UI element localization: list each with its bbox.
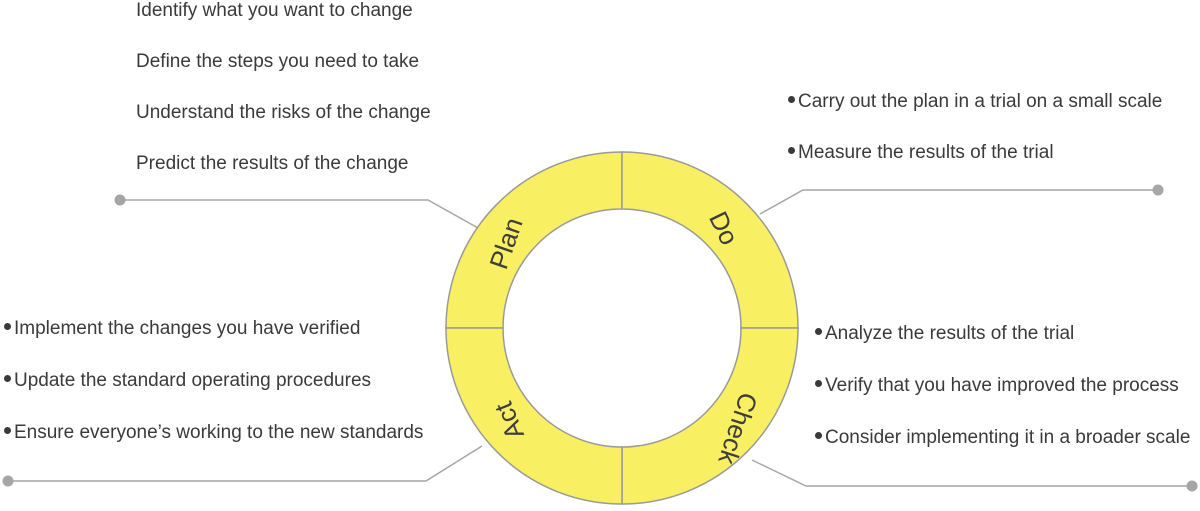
plan-step-text: Define the steps you need to take: [136, 51, 420, 72]
bullet-icon: [4, 323, 11, 331]
bullet-icon: [815, 328, 822, 336]
act-connector-dot: [2, 475, 14, 487]
check-step: Consider implementing it in a broader sc…: [815, 427, 1190, 479]
act-step: Ensure everyone’s working to the new sta…: [4, 422, 423, 474]
check-connector-dot: [1186, 480, 1198, 492]
plan-step: Predict the results of the change: [136, 153, 431, 204]
check-step: Verify that you have improved the proces…: [815, 375, 1190, 427]
do-step-text: Measure the results of the trial: [798, 142, 1054, 163]
check-step-text: Analyze the results of the trial: [825, 323, 1075, 344]
plan-step-text: Identify what you want to change: [136, 0, 413, 21]
check-connector: [751, 459, 1192, 487]
act-segment[interactable]: [445, 327, 623, 505]
plan-step: Define the steps you need to take: [136, 51, 431, 102]
act-step: Update the standard operating procedures: [4, 370, 423, 422]
do-connector: [759, 189, 1158, 215]
act-step: Implement the changes you have verified: [4, 318, 423, 370]
bullet-icon: [788, 96, 795, 104]
check-segment[interactable]: [621, 327, 799, 505]
plan-step-text: Predict the results of the change: [136, 153, 409, 174]
do-step: Carry out the plan in a trial on a small…: [788, 91, 1162, 142]
bullet-icon: [4, 427, 11, 435]
check-step-text: Consider implementing it in a broader sc…: [825, 427, 1191, 448]
act-step-text: Implement the changes you have verified: [14, 318, 361, 339]
do-step: Measure the results of the trial: [788, 142, 1162, 193]
check-step: Analyze the results of the trial: [815, 323, 1190, 375]
check-steps-list: Analyze the results of the trial Verify …: [815, 323, 1190, 479]
plan-segment[interactable]: [445, 151, 623, 329]
do-step-text: Carry out the plan in a trial on a small…: [798, 91, 1163, 112]
act-step-text: Update the standard operating procedures: [14, 370, 372, 391]
act-steps-list: Implement the changes you have verified …: [4, 318, 423, 474]
plan-connector-dot: [114, 194, 126, 206]
bullet-icon: [788, 147, 795, 155]
do-steps-list: Carry out the plan in a trial on a small…: [788, 91, 1162, 193]
do-segment[interactable]: [621, 151, 799, 329]
plan-step: Understand the risks of the change: [136, 102, 431, 153]
plan-connector: [120, 199, 479, 229]
plan-steps-list: Identify what you want to change Define …: [136, 0, 431, 204]
act-connector: [8, 445, 483, 482]
plan-step-text: Understand the risks of the change: [136, 102, 431, 123]
plan-step: Identify what you want to change: [136, 0, 431, 51]
act-step-text: Ensure everyone’s working to the new sta…: [14, 422, 424, 443]
check-step-text: Verify that you have improved the proces…: [825, 375, 1179, 396]
bullet-icon: [815, 380, 822, 388]
do-connector-dot: [1152, 184, 1164, 196]
bullet-icon: [4, 375, 11, 383]
bullet-icon: [815, 432, 822, 440]
